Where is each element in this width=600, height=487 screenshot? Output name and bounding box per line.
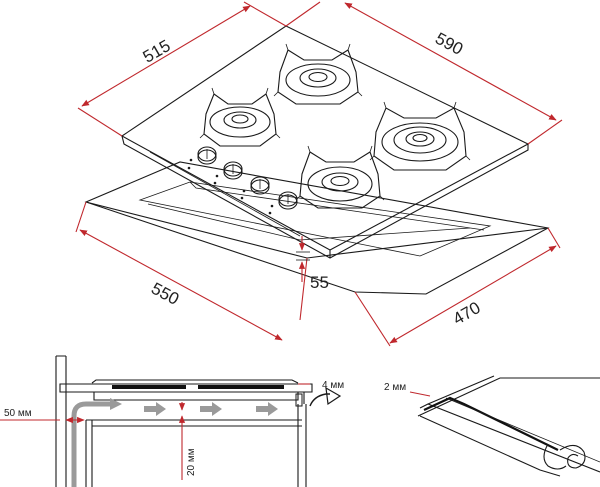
knob-1 — [187, 146, 217, 170]
dim-cutout-depth-label: 470 — [450, 298, 484, 329]
seal-detail: 2 мм — [384, 375, 600, 477]
dim-side-gap: 50 мм — [0, 408, 85, 424]
dim-air-gap: 20 мм — [178, 402, 197, 480]
airflow-arrow-2 — [200, 402, 222, 416]
burner-rear-left — [199, 87, 281, 147]
airflow-arrows — [71, 386, 342, 487]
installation-section — [55, 355, 313, 487]
control-knobs — [187, 146, 298, 215]
knob-4 — [268, 191, 298, 215]
dim-depth-label: 515 — [140, 36, 174, 67]
dim-height-label: 55 — [310, 273, 329, 292]
knob-2 — [213, 161, 243, 185]
burner-rear-right — [273, 43, 363, 105]
knob-3 — [240, 176, 270, 200]
airflow-arrow-1 — [144, 402, 166, 416]
airflow-exit-arrow — [309, 393, 330, 407]
dim-depth-515: 515 — [77, 1, 287, 137]
seal-thickness-label: 2 мм — [384, 382, 406, 393]
air-gap-label: 20 мм — [186, 448, 197, 476]
dim-front-gap: 4 мм — [298, 380, 344, 391]
airflow-arrow-3 — [256, 402, 278, 416]
hob-body — [120, 25, 530, 259]
burner-front-center — [295, 145, 385, 209]
front-gap-label: 4 мм — [322, 380, 344, 391]
dim-height-55: 55 — [296, 236, 329, 292]
dim-cutout-550: 550 — [75, 201, 308, 341]
side-gap-label: 50 мм — [4, 408, 32, 419]
burner-right-wok — [369, 101, 471, 171]
airflow-rising-arrow — [71, 401, 112, 487]
dim-cutout-470: 470 — [354, 227, 561, 347]
